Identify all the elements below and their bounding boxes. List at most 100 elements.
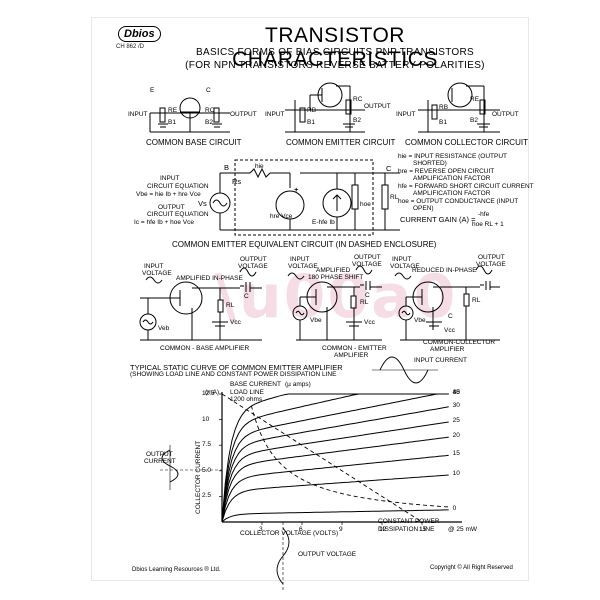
base-current-curve <box>221 406 449 523</box>
common-emitter-circuit <box>285 82 365 133</box>
eq-c: C <box>386 164 392 173</box>
x-axis-label: COLLECTOR VOLTAGE (VOLTS) <box>240 530 339 537</box>
x-tick-label: 12 <box>379 526 387 533</box>
page-subtitle: BASICS FORMS OF BIAS CIRCUITS PNP TRANSI… <box>196 47 474 58</box>
amp1-src: Veb <box>158 325 170 332</box>
ce-r-out: RC <box>353 96 363 103</box>
ce-r-in: RB <box>307 107 317 114</box>
amp1-out-l2: VOLTAGE <box>238 263 268 270</box>
cb-e-label: E <box>150 87 155 94</box>
power-line-l2: DISSIPATION LINE <box>378 526 435 533</box>
amp3-caption-l1: COMMON-COLLECTOR <box>423 339 496 346</box>
sheet-code: CH 862 /D <box>116 44 145 50</box>
base-current-units: (µ amps) <box>285 381 311 388</box>
base-curve-label: 35 <box>452 389 460 396</box>
ce-caption: COMMON EMITTER CIRCUIT <box>286 138 396 147</box>
amp1-in-l1: INPUT <box>144 263 164 270</box>
base-current-curve <box>221 393 449 523</box>
curve-subtitle: (SHOWING LOAD LINE AND CONSTANT POWER DI… <box>130 371 337 378</box>
input-eq-l3: Vbe = hie Ib + hre Vce <box>136 191 201 198</box>
base-curve-label: 40 <box>452 389 460 396</box>
ce-b-out: B2 <box>353 117 361 124</box>
base-curve-label: 20 <box>452 432 460 440</box>
amp3-rl: RL <box>472 297 481 304</box>
output-voltage-label: OUTPUT VOLTAGE <box>298 551 357 558</box>
brand-logo: Dbios <box>118 26 161 42</box>
base-curve-label: 0 <box>452 504 457 512</box>
base-current-curve <box>221 436 449 523</box>
cc-input-label: INPUT <box>396 111 416 118</box>
base-curve-label: 25 <box>452 416 460 424</box>
eq-vs: Vs <box>198 199 207 208</box>
cb-r-in: RE <box>168 107 178 114</box>
base-curve-label: 30 <box>452 401 460 409</box>
base-current-curve <box>221 393 449 523</box>
page-title: TRANSISTOR CHARACTERISTICS <box>232 24 438 71</box>
output-current-l1: OUTPUT <box>146 451 173 458</box>
def-3: AMPLIFICATION FACTOR <box>413 175 491 182</box>
y-tick-label: 12.5 <box>202 390 215 397</box>
cb-r-out: RC <box>205 107 215 114</box>
input-eq-l1: INPUT <box>160 175 180 182</box>
amp1-out-l1: OUTPUT <box>240 256 267 263</box>
common-collector-circuit <box>418 82 500 133</box>
amp1-in-l2: VOLTAGE <box>142 270 172 277</box>
y-tick-label: 5.0 <box>202 466 212 474</box>
eq-plus: + <box>294 185 299 194</box>
def-1: SHORTED) <box>413 160 447 167</box>
gain-den: hoe RL + 1 <box>472 221 504 228</box>
y-axis-label: COLLECTOR CURRENT <box>195 440 202 514</box>
output-eq-l3: Ic = hfe Ib + hoe Vce <box>134 219 194 226</box>
cc-r-in: RB <box>439 104 449 111</box>
amp3-vcc: Vcc <box>444 327 455 334</box>
power-line-l3: @ 25 mW <box>448 526 477 533</box>
y-tick-label: 10 <box>202 415 210 423</box>
amp2-caption-l1: COMMON - EMITTER <box>322 345 387 352</box>
eq-rs: Rs <box>232 177 242 186</box>
def-5: AMPLIFICATION FACTOR <box>413 190 491 197</box>
amp2-caption-l2: AMPLIFIER <box>334 352 369 359</box>
cb-caption: COMMON BASE CIRCUIT <box>146 138 242 147</box>
cb-output-label: OUTPUT <box>230 111 257 118</box>
amp1-caption: COMMON - BASE AMPLIFIER <box>160 345 250 352</box>
amp3-src: Vbe <box>414 317 426 324</box>
base-current-curve <box>221 421 449 523</box>
common-base-amplifier <box>139 267 262 341</box>
amp2-in-l2: VOLTAGE <box>288 263 318 270</box>
page-subtitle-2: (FOR NPN TRANSISTORS REVERSE BATTERY POL… <box>185 60 485 71</box>
output-current-l2: CURRENT <box>144 458 176 465</box>
eq-hie: hie <box>255 163 264 170</box>
x-tick-label: 9 <box>339 526 343 533</box>
base-current-curve <box>221 474 449 523</box>
cc-output-label: OUTPUT <box>492 111 519 118</box>
common-collector-amplifier <box>394 265 500 341</box>
cc-b-out: B2 <box>470 117 478 124</box>
output-eq-l1: OUTPUT <box>158 204 185 211</box>
curve-title: TYPICAL STATIC CURVE OF COMMON EMITTER A… <box>130 363 343 372</box>
base-current-label: BASE CURRENT <box>230 381 281 388</box>
eq-hfe-src: E-hfe Ib <box>312 219 335 226</box>
input-current-label: INPUT CURRENT <box>414 357 467 364</box>
common-emitter-amplifier <box>287 265 382 341</box>
cc-caption: COMMON COLLECTOR CIRCUIT <box>405 138 528 147</box>
output-eq-l2: CIRCUIT EQUATION <box>147 211 209 218</box>
x-tick-label: 3 <box>259 526 263 533</box>
y-unit: (mA) <box>205 389 220 396</box>
amp3-out-l1: OUTPUT <box>478 254 505 261</box>
load-line-value: 1200 ohms <box>230 396 263 403</box>
amp3-caption-l2: AMPLIFIER <box>430 346 465 353</box>
amp1-vcc: Vcc <box>230 319 241 326</box>
characteristic-curve <box>160 356 462 592</box>
base-curve-label: 15 <box>452 450 460 458</box>
base-curve-label: 10 <box>452 470 460 478</box>
amp2-cap: C <box>365 292 370 299</box>
cb-input-label: INPUT <box>128 111 148 118</box>
amp2-rl: RL <box>360 299 369 306</box>
def-2: hre = REVERSE OPEN CIRCUIT <box>398 168 495 175</box>
amp3-in-l2: VOLTAGE <box>390 263 420 270</box>
eq-hoe: hoe <box>360 201 371 208</box>
def-7: OPEN) <box>413 205 434 212</box>
ce-b-in: B1 <box>307 119 315 126</box>
common-base-circuit <box>149 97 230 133</box>
amp2-note2: 180 PHASE SHIFT <box>308 274 364 281</box>
